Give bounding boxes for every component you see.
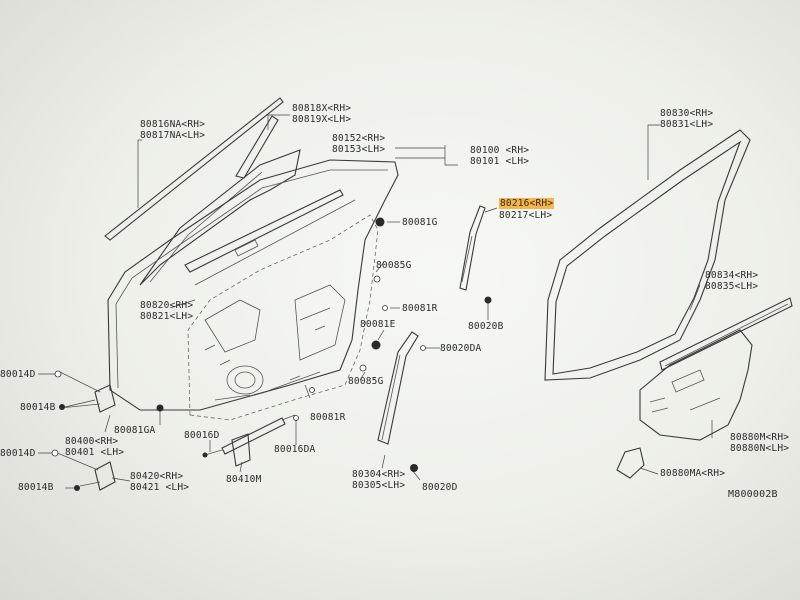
clip-80081ga (156, 404, 164, 412)
clip-80081r-top (382, 305, 388, 311)
label-80834: 80834<RH> 80835<LH> (705, 270, 759, 292)
label-80014b-1: 80014B (20, 402, 56, 413)
label-80014b-2: 80014B (18, 482, 54, 493)
bolt-80014d-1 (54, 370, 62, 378)
label-80880ma: 80880MA<RH> (660, 468, 726, 479)
label-80085g-bot: 80085G (348, 376, 384, 387)
label-80830: 80830<RH> 80831<LH> (660, 108, 714, 130)
door-outer-panel (107, 159, 399, 411)
screw-80020b (484, 296, 492, 304)
label-80085g-top: 80085G (376, 260, 412, 271)
label-80020d: 80020D (422, 482, 458, 493)
bolt-80016da (293, 415, 299, 421)
label-80081ga: 80081GA (114, 425, 156, 436)
label-80816na: 80816NA<RH> 80817NA<LH> (140, 119, 206, 141)
label-80152: 80152<RH> 80153<LH> (332, 133, 386, 155)
label-80081r-bot: 80081R (310, 412, 346, 423)
door-trim-panel (639, 329, 753, 441)
label-80020b: 80020B (468, 321, 504, 332)
label-80217: 80217<LH> (499, 210, 553, 221)
bolt-80016d (202, 452, 208, 458)
lower-hinge (94, 461, 116, 491)
label-80081g: 80081G (402, 217, 438, 228)
speaker-hole (226, 365, 264, 395)
label-80818x: 80818X<RH> 80819X<LH> (292, 103, 352, 125)
label-80014d-2: 80014D (0, 448, 36, 459)
bolt-80014b-1 (59, 404, 65, 410)
label-80420: 80420<RH> 80421 <LH> (130, 471, 190, 493)
label-80020da: 80020DA (440, 343, 482, 354)
clip-80085g-top (373, 275, 381, 283)
clip-80081g (375, 217, 385, 227)
diagram-ref-code: M800002B (728, 489, 778, 500)
door-weatherstrip (544, 129, 751, 381)
bolt-80014d-2 (51, 449, 59, 457)
belt-moulding (184, 189, 344, 273)
door-check (221, 417, 286, 455)
label-80016da: 80016DA (274, 444, 316, 455)
label-80016d: 80016D (184, 430, 220, 441)
label-80820: 80820<RH> 80821<LH> (140, 300, 194, 322)
label-80400: 80400<RH> 80401 <LH> (65, 436, 125, 458)
screw-80020da (420, 345, 426, 351)
door-inner-panel (187, 214, 379, 421)
highlight-mark: 80216<RH> (499, 198, 555, 209)
label-80216-highlighted: 80216<RH> (499, 198, 555, 209)
label-80304: 80304<RH> 80305<LH> (352, 469, 406, 491)
sash-trim (235, 115, 279, 179)
rear-belt-moulding (659, 297, 793, 371)
screw-80020d (410, 464, 418, 472)
clip-80081r-bot (309, 387, 315, 393)
trim-cover (616, 447, 645, 479)
front-upper-sash (459, 205, 486, 291)
clip-80085g-bot (359, 364, 367, 372)
label-80410m: 80410M (226, 474, 262, 485)
label-80014d-1: 80014D (0, 369, 36, 380)
label-80880m: 80880M<RH> 80880N<LH> (730, 432, 790, 454)
door-glass (139, 149, 301, 286)
rear-lower-sash (377, 331, 419, 445)
label-80081e: 80081E (360, 319, 396, 330)
label-80081r-top: 80081R (402, 303, 438, 314)
label-80100: 80100 <RH> 80101 <LH> (470, 145, 530, 167)
bolt-80014b-2 (74, 485, 80, 491)
upper-hinge (94, 384, 116, 413)
window-moulding-strip (104, 97, 284, 241)
clip-80081e (371, 340, 381, 350)
